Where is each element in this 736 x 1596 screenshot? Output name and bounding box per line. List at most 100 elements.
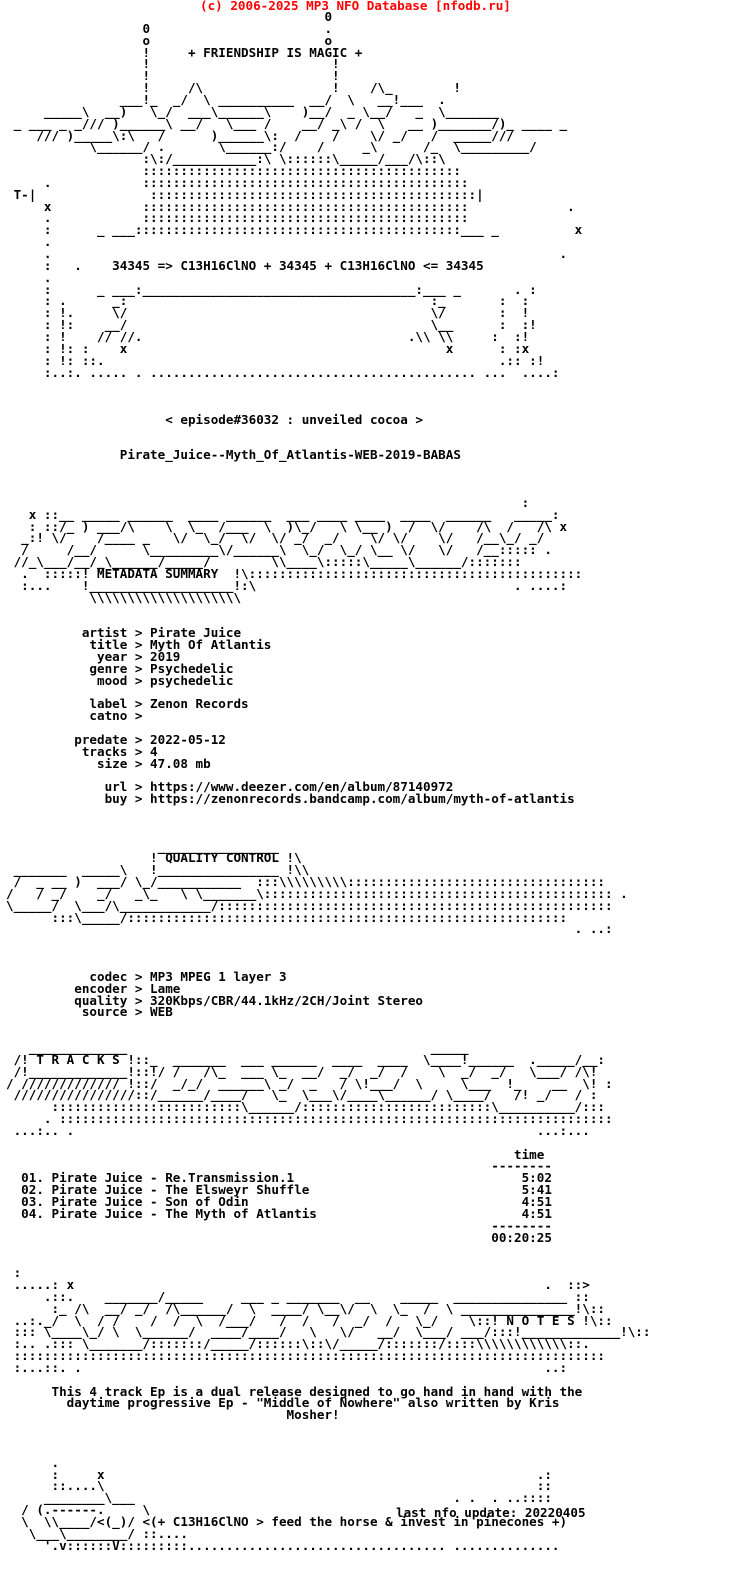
nfo-line: 03. Pirate Juice - Son of Odin 4:51 [6, 1194, 552, 1209]
nfo-line: x ::::::::::::::::::::::::::::::::::::::… [6, 198, 575, 214]
nfo-line: ! ! [6, 56, 340, 72]
nfo-line: ________________ [6, 838, 279, 854]
nfo-line: codec > MP3 MPEG 1 layer 3 [6, 968, 287, 984]
nfo-line: //_\___/__/_\______/_____/ \\____\:::::\… [6, 554, 522, 570]
nfo-line: T-| ::::::::::::::::::::::::::::::::::::… [6, 186, 484, 202]
nfo-line: ...:.. . ...:... [6, 1122, 590, 1138]
nfo-line: . ::::::::::::::::::::::::::::::::::::::… [6, 174, 469, 190]
nfo-line: ! /\ ! /\_ ! [6, 80, 461, 96]
nfo-line: ..:._/ \ / / / / \ /___/ / / / _/ / \_/ … [6, 1312, 613, 1328]
nfo-line: tracks > 4 [6, 743, 158, 759]
nfo-line: Pirate_Juice--Myth_Of_Atlantis-WEB-2019-… [6, 447, 461, 463]
nfo-line: 00:20:25 [6, 1229, 552, 1245]
last-update-footer: last nfo update: 20220405 [396, 1505, 586, 1520]
nfo-line: /! T R A C K S !::_ _______ ___ ______ _… [6, 1051, 605, 1067]
nfo-line: 04. Pirate Juice - The Myth of Atlantis … [6, 1205, 552, 1221]
nfo-line: time [6, 1146, 545, 1162]
nfo-line: label > Zenon Records [6, 696, 249, 712]
nfo-line: :... !___________________!:\ . ....: [6, 577, 568, 593]
nfo-line: : [6, 494, 530, 510]
nfo-line: \______/ . \______:/ / _\ /_ \_________/ [6, 139, 537, 155]
nfo-line: -------- [6, 1158, 552, 1174]
site-header: (c) 2006-2025 MP3 NFO Database [nfodb.ru… [200, 0, 511, 13]
nfo-line: _ ___ _ _/// )______\ __/ \___ / __/ _\ … [6, 115, 568, 131]
nfo-line: .....: x . ::> [6, 1276, 590, 1292]
nfo-line: \\\\\\\\\\\\\\\\\\\\ [6, 589, 242, 605]
nfo-line: title > Myth Of Atlantis [6, 637, 272, 653]
nfo-line: genre > Psychedelic [6, 660, 234, 676]
nfo-line: : ! // //. .\\ \\ : :! [6, 328, 530, 344]
nfo-line: /!_____________!::!/ / /\_ ___ \_ __/ _/… [6, 1063, 598, 1079]
nfo-line: : . 34345 => C13H16ClNO + 34345 + C13H16… [6, 257, 484, 273]
nfo-line: : _ ___:________________________________… [6, 281, 537, 297]
nfo-line: o o [6, 32, 333, 48]
nfo-line: -------- [6, 1217, 552, 1233]
nfo-line: \___\________/ ::.... [6, 1525, 188, 1541]
nfo-line: ::: \____\_/ \ \______/ ____/____/ \ \/ … [6, 1324, 651, 1340]
nfo-line: . ::::::::::::::::::::::::::::::::::::::… [6, 1111, 613, 1127]
nfo-line: :::\_____/::::::::::::::::::::::::::::::… [6, 909, 568, 925]
nfo-line: _______ _____\ !________________ !\\ [6, 862, 310, 878]
nfo-line: :...::. . ..: [6, 1359, 568, 1375]
nfo-line: : _ ___:::::::::::::::::::::::::::::::::… [6, 222, 583, 238]
nfo-line: /// )_____\:\ / )______\: / / \/ _/ / __… [6, 127, 514, 143]
nfo-line: 01. Pirate Juice - Re.Transmission.1 5:0… [6, 1170, 552, 1186]
nfo-line: :::::::::::::::::::::::::\______/:::::::… [6, 1099, 605, 1115]
nfo-line: :.. .::: \_______/:::::::/_____/::::::\:… [6, 1336, 590, 1352]
nfo-line: : . _: :_ : : [6, 293, 545, 309]
nfo-line: _____________ _____ [6, 1039, 469, 1055]
nfo-line: x ::__ _____ ______ ____ ______ ___ ____… [6, 506, 560, 522]
nfo-line: This 4 track Ep is a dual release design… [6, 1383, 583, 1399]
nfo-line: predate > 2022-05-12 [6, 731, 226, 747]
nfo-line: :_ /\ __/ _/ /\______/ \ ____/ \__\/ \ \… [6, 1300, 605, 1316]
nfo-line: : [6, 1265, 22, 1281]
nfo-line: < episode#36032 : unveiled cocoa > [6, 411, 424, 427]
nfo-line: url > https://www.deezer.com/en/album/87… [6, 779, 454, 795]
nfo-line: . [6, 1454, 60, 1470]
nfo-line: 0 . [6, 20, 333, 36]
nfo-line: encoder > Lame [6, 980, 181, 996]
nfo-line: ___!_ _/ \ __________ __/ \ __!___ . [6, 91, 446, 107]
nfo-line: . . [6, 246, 568, 261]
nfo-line: ________\___ . . . ..:::: [6, 1490, 552, 1506]
nfo-line: ::::::::::::::::::::::::::::::::::::::::… [6, 1348, 605, 1364]
nfo-line: .::. _______/_____ ___ _ _______ __ ____… [6, 1288, 590, 1304]
nfo-line: 0 [6, 9, 333, 24]
nfo-line: : !: __/ \__ : :! [6, 317, 537, 333]
nfo-line: 02. Pirate Juice - The Elsweyr Shuffle 5… [6, 1182, 552, 1198]
nfo-line: : !: ::. .:: :! [6, 352, 545, 368]
nfo-line: . [6, 234, 52, 250]
nfo-line: : !. \/ \/ : ! [6, 305, 530, 321]
nfo-line: source > WEB [6, 1004, 173, 1020]
nfo-line: . ..: [6, 921, 613, 937]
nfo-line: buy > https://zenonrecords.bandcamp.com/… [6, 791, 575, 807]
nfo-line: _:! \/ /____ _ \/ \_/ \/ \/ _/ _/ \/ \/ … [6, 530, 545, 546]
nfo-line: :\:/___________:\ \::::::\_____/___/\::\ [6, 151, 446, 167]
nfo-line: mood > psychedelic [6, 672, 234, 688]
nfo-line: \ \\____/<(_)/ <(+ C13H16ClNO > feed the… [6, 1513, 568, 1529]
nfo-line: ! QUALITY CONTROL !\ [6, 850, 302, 866]
nfo-line: ::::::::::::::::::::::::::::::::::::::::… [6, 163, 461, 179]
nfo-line: : ::/_ ) ___/\ \ \_ /___ \ )\_/ \ \__ ) … [6, 518, 568, 534]
nfo-line: ! ! [6, 68, 340, 84]
nfo-line: ////////////////::/______/____/ \_ \___\… [6, 1087, 598, 1103]
nfo-line: :..:. ..... . ..........................… [6, 364, 560, 380]
nfo-line: _____\ __) \_/ ___\______\ )__/ _ \__/ _… [6, 103, 499, 119]
nfo-line: / (.------. \ [6, 1502, 151, 1518]
nfo-line: . ::::::::::::::::::::::::::::::::::::::… [6, 210, 469, 226]
nfo-line: / / _/ _/ _\_ \ \_______\:::::::::::::::… [6, 885, 628, 901]
nfo-line: . :::::! METADATA SUMMARY !\::::::::::::… [6, 565, 583, 581]
nfo-line: \_____/ \___/\____________/:::::::::::::… [6, 897, 613, 913]
nfo-line: ! + FRIENDSHIP IS MAGIC + [6, 44, 363, 60]
nfo-line: / ///////////// !::/ _/_/ ______\ _/ _ /… [6, 1075, 613, 1091]
nfo-line: '.v::::::V:::::::::.....................… [6, 1537, 560, 1553]
nfo-line: ::....\ :: [6, 1478, 552, 1494]
nfo-line: . [6, 269, 52, 285]
nfo-line: size > 47.08 mb [6, 755, 211, 771]
nfo-line: / _ __ ) ___/ \_/___________ :::\\\\\\\\… [6, 874, 605, 890]
nfo-line: catno > [6, 708, 143, 724]
nfo-line: artist > Pirate Juice [6, 625, 242, 641]
nfo-line: quality > 320Kbps/CBR/44.1kHz/2CH/Joint … [6, 992, 424, 1008]
nfo-line: : x .: [6, 1466, 552, 1482]
nfo-line: : !: : x x : :x [6, 340, 530, 356]
